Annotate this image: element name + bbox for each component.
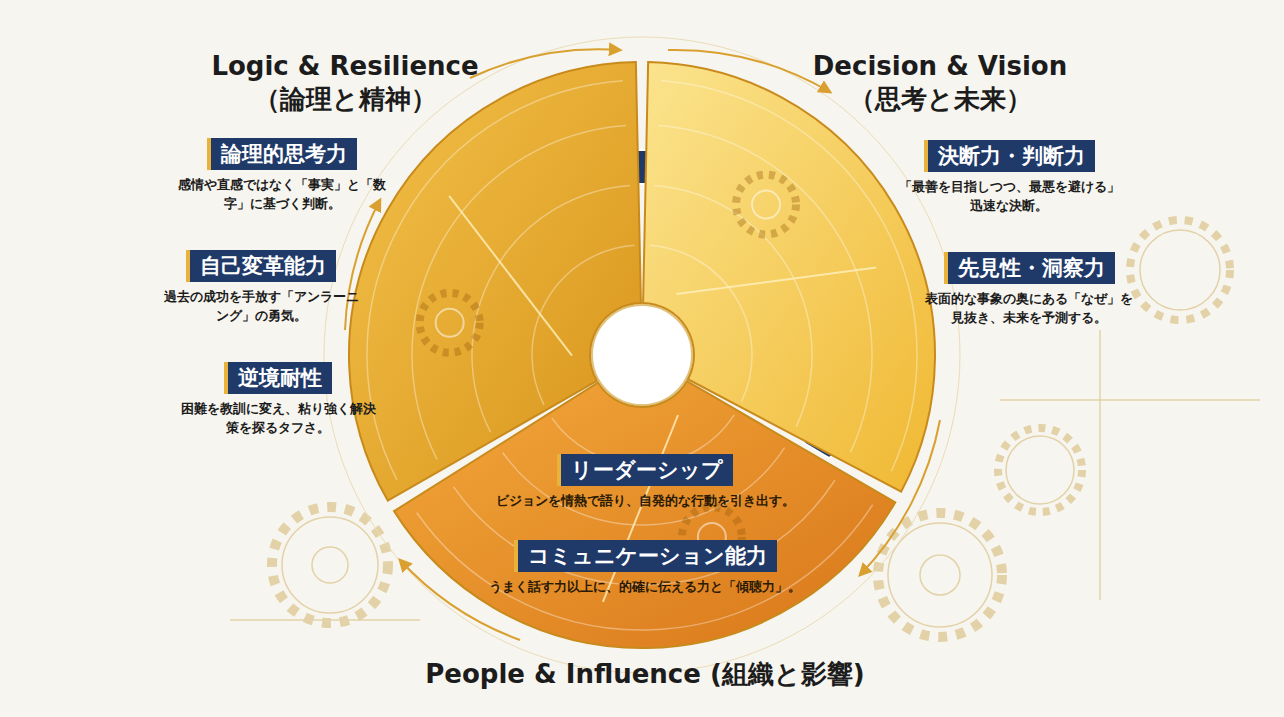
skill-node: 論理的思考力感情や直感ではなく「事実」と「数字」に基づく判断。 [168,138,396,214]
gear-mark [752,191,780,219]
skill-node: コミュニケーション能力うまく話す力以上に、的確に伝える力と「傾聴力」。 [465,540,825,597]
skill-description: 表面的な事象の奥にある「なぜ」を見抜き、未来を予測する。 [922,290,1136,328]
engraved-arc [454,480,835,585]
sector-heading: People & Influence (組織と影響) [380,658,910,691]
engraved-arc [503,448,785,525]
glow-line [603,415,678,602]
skill-label: 決断力・判断力 [924,140,1095,172]
sector-heading: Logic & Resilience （論理と精神） [200,50,490,115]
gear-mark [436,309,464,337]
engraved-arc [661,81,917,472]
skill-description: うまく話す力以上に、的確に伝える力と「傾聴力」。 [465,578,825,597]
skill-label: リーダーシップ [557,454,733,486]
skill-description: 感情や直感ではなく「事実」と「数字」に基づく判断。 [168,176,396,214]
glow-line [676,267,876,294]
skill-node: 逆境耐性困難を教訓に変え、粘り強く解決策を探るタフさ。 [180,362,376,438]
engraved-arc [417,505,873,630]
skill-description: 困難を教訓に変え、粘り強く解決策を探るタフさ。 [180,400,376,438]
skill-node: 決断力・判断力「最善を目指しつつ、最悪を避ける」迅速な決断。 [898,140,1120,216]
skill-label: 先見性・洞察力 [944,252,1115,284]
sector-fill [643,62,935,492]
skill-node: 先見性・洞察力表面的な事象の奥にある「なぜ」を見抜き、未来を予測する。 [922,252,1136,328]
skill-description: ビジョンを情熱で語り、自発的な行動を引き出す。 [490,492,800,511]
engraved-arc [532,245,634,405]
engraved-arc [472,185,630,432]
skill-description: 過去の成功を手放す「アンラーニング」の勇気。 [158,288,364,326]
engraved-arc [412,126,626,460]
skill-label: 自己変革能力 [186,250,336,282]
engraved-arc [650,245,752,401]
skill-node: 自己変革能力過去の成功を手放す「アンラーニング」の勇気。 [158,250,364,326]
sector-fill [394,381,895,648]
skill-node: リーダーシップビジョンを情熱で語り、自発的な行動を引き出す。 [490,454,800,511]
sector-node: People & Influence (組織と影響) リーダーシップビジョンを情熱… [380,350,910,710]
glow-line [449,196,572,356]
skill-description: 「最善を目指しつつ、最悪を避ける」迅速な決断。 [898,178,1120,216]
sector-fill [349,62,641,501]
gear-mark [420,293,480,353]
skill-label: コミュニケーション能力 [514,540,777,572]
skill-label: 論理的思考力 [207,138,357,170]
skill-label: 逆境耐性 [224,362,332,394]
engraved-arc [658,126,872,453]
gear-mark [736,175,796,235]
engraved-arc [367,81,623,480]
engraved-arc [654,185,812,426]
sector-heading: Decision & Vision （思考と未来） [790,50,1090,115]
